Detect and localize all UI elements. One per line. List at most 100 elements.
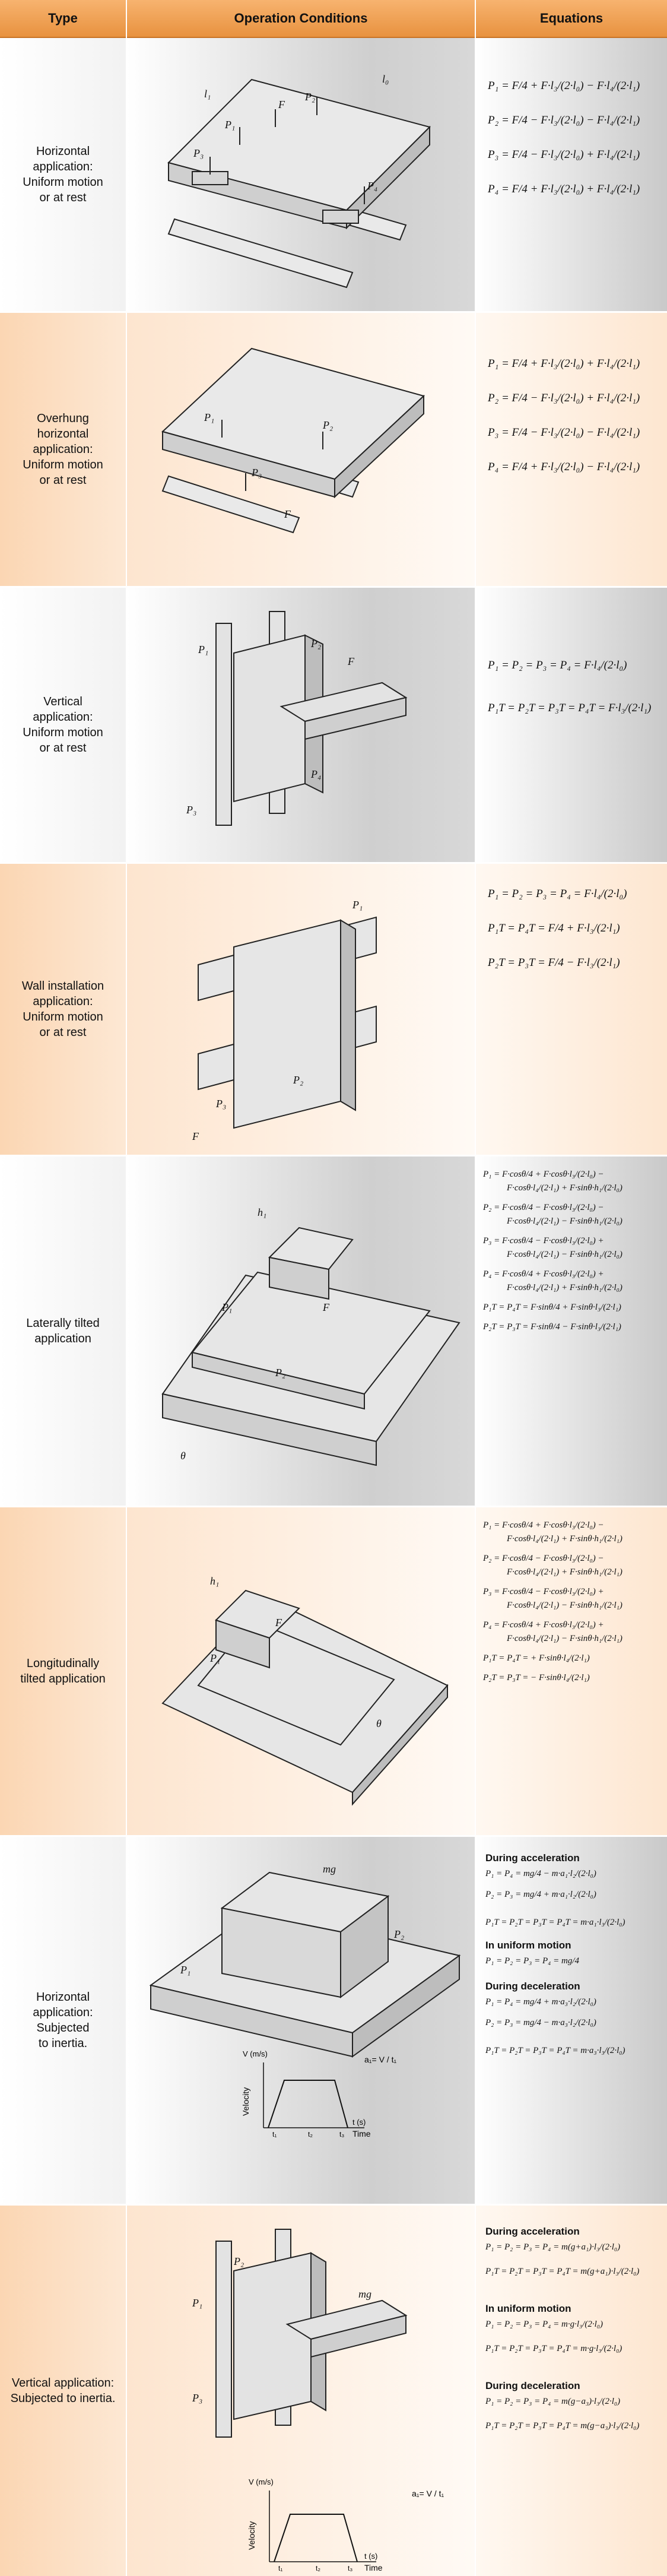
equation-list: P₁ = P₂ = P₃ = P₄ = F·l₄/(2·l₀) P₁T = P₂… — [488, 659, 662, 721]
equation: P₁ = F·cosθ/4 + F·cosθ·l₃/(2·l₀) − — [483, 1520, 604, 1530]
label-p2: P₂ — [275, 1367, 285, 1379]
equation: P₁T = P₂T = P₃T = P₄T = m(g+a₁)·l₃/(2·l₀… — [485, 2267, 640, 2276]
equation-list: P₁ = F·cosθ/4 + F·cosθ·l₃/(2·l₀) − F·cos… — [483, 1520, 662, 1687]
equation: F·cosθ·l₄/(2·l₁) − F·sinθ·h₁/(2·l₁) — [507, 1634, 622, 1643]
equation: P₁T = P₂T = P₃T = P₄T = m(g−a₃)·l₃/(2·l₀… — [485, 2421, 640, 2431]
label-force: F — [284, 508, 291, 520]
equation: P₁ = P₂ = P₃ = P₄ = F·l₄/(2·l₀) — [488, 888, 627, 900]
row-laterally-tilted: Laterally tilted application P₁ P₂ F h₁ … — [0, 1156, 667, 1507]
label-force: F — [275, 1617, 282, 1628]
header-operation-conditions: Operation Conditions — [234, 11, 368, 26]
diagram-vertical-inertia: P₁ P₂ P₃ mg V (m/s) Velocity t (s) Time … — [127, 2206, 475, 2576]
label-p4: P₄ — [367, 180, 377, 192]
row-horizontal-uniform: Horizontal application: Uniform motion o… — [0, 38, 667, 313]
row-wall-installation: Wall installation application: Uniform m… — [0, 864, 667, 1156]
label-p4: P₄ — [310, 768, 321, 780]
equation: P₄ = F/4 + F·l₃/(2·l₀) + F·l₄/(2·l₁) — [488, 183, 640, 195]
equation: P₁ = P₄ = mg/4 + m·a₃·l₂/(2·l₀) — [485, 1997, 596, 2007]
type-label: Horizontal application: Uniform motion o… — [0, 38, 126, 311]
phase-label: In uniform motion — [485, 1940, 571, 1951]
type-label: Vertical application: Subjected to inert… — [0, 2206, 126, 2576]
equation: P₂ = F·cosθ/4 − F·cosθ·l₃/(2·l₀) − — [483, 1554, 604, 1563]
type-label: Overhung horizontal application: Uniform… — [0, 313, 126, 586]
equation-list: During acceleration P₁ = P₂ = P₃ = P₄ = … — [485, 2221, 662, 2435]
equations-cell: P₁ = P₂ = P₃ = P₄ = F·l₄/(2·l₀) P₁T = P₄… — [476, 864, 667, 1155]
equation: P₂ = F/4 − F·l₃/(2·l₀) + F·l₄/(2·l₁) — [488, 392, 640, 404]
label-h1: h₁ — [258, 1206, 266, 1218]
label-p3: P₃ — [215, 1098, 226, 1110]
graph-t3: t₃ — [339, 2130, 344, 2138]
row-longitudinally-tilted: Longitudinally tilted application P₁ F h… — [0, 1507, 667, 1837]
label-p1: P₁ — [198, 644, 208, 655]
equation: P₁ = P₄ = mg/4 − m·a₁·l₂/(2·l₀) — [485, 1869, 596, 1878]
diagram-overhung: P₁ P₂ P₃ F — [127, 313, 475, 586]
label-p3: P₃ — [192, 2392, 202, 2404]
equation-list: P₁ = F/4 + F·l₃/(2·l₀) + F·l₄/(2·l₁) P₂ … — [488, 357, 662, 480]
equations-cell: P₁ = F/4 + F·l₃/(2·l₀) + F·l₄/(2·l₁) P₂ … — [476, 313, 667, 586]
phase-label: During deceleration — [485, 2380, 580, 2391]
graph-x-label: Time — [352, 2129, 371, 2138]
label-p1: P₁ — [192, 2297, 202, 2309]
row-vertical-uniform: Vertical application: Uniform motion or … — [0, 588, 667, 864]
label-p1: P₁ — [221, 1301, 232, 1313]
equations-cell: P₁ = F·cosθ/4 + F·cosθ·l₃/(2·l₀) − F·cos… — [476, 1507, 667, 1835]
diagram-horizontal-inertia: P₁ P₂ mg V (m/s) Velocity t (s) Time t₁ … — [127, 1837, 475, 2204]
equation: P₃ = F·cosθ/4 − F·cosθ·l₃/(2·l₀) + — [483, 1236, 604, 1246]
type-label: Laterally tilted application — [0, 1156, 126, 1506]
diagram-laterally-tilted: P₁ P₂ F h₁ θ — [127, 1156, 475, 1506]
label-p2: P₂ — [293, 1074, 303, 1086]
label-p2: P₂ — [233, 2255, 244, 2267]
equation: P₁T = P₂T = P₃T = P₄T = m·g·l₃/(2·l₀) — [485, 2344, 622, 2353]
equation: P₁ = P₂ = P₃ = P₄ = F·l₄/(2·l₀) — [488, 659, 627, 671]
graph-t2: t₂ — [316, 2564, 320, 2572]
label-p1: P₁ — [209, 1652, 220, 1664]
label-p2: P₂ — [322, 419, 333, 431]
equation: P₂ = F/4 − F·l₃/(2·l₀) − F·l₄/(2·l₁) — [488, 114, 640, 126]
equation: F·cosθ·l₄/(2·l₁) + F·sinθ·h₁/(2·l₁) — [507, 1567, 622, 1577]
equation: P₃ = F/4 − F·l₃/(2·l₀) − F·l₄/(2·l₁) — [488, 426, 640, 439]
type-label: Vertical application: Uniform motion or … — [0, 588, 126, 862]
label-force: F — [192, 1130, 199, 1142]
row-horizontal-inertia: Horizontal application: Subjected to ine… — [0, 1837, 667, 2206]
equation-list: P₁ = P₂ = P₃ = P₄ = F·l₄/(2·l₀) P₁T = P₄… — [488, 888, 662, 975]
equations-cell: During acceleration P₁ = P₂ = P₃ = P₄ = … — [476, 2206, 667, 2576]
equation: F·cosθ·l₄/(2·l₁) − F·sinθ·h₁/(2·l₀) — [507, 1216, 622, 1226]
equation: P₂ = P₃ = mg/4 + m·a₁·l₂/(2·l₀) — [485, 1890, 596, 1899]
phase-label: During acceleration — [485, 1852, 580, 1864]
equations-cell: P₁ = F·cosθ/4 + F·cosθ·l₃/(2·l₀) − F·cos… — [476, 1156, 667, 1506]
equations-cell: During acceleration P₁ = P₄ = mg/4 − m·a… — [476, 1837, 667, 2204]
label-p2: P₂ — [310, 638, 321, 649]
table-header: Type Operation Conditions Equations — [0, 0, 667, 38]
label-theta: θ — [376, 1718, 382, 1729]
velocity-time-graph: V (m/s) Velocity t (s) Time t₁ t₂ t₃ a₁=… — [247, 2477, 444, 2572]
equation: P₁T = P₄T = F/4 + F·l₃/(2·l₁) — [488, 922, 620, 934]
graph-t2: t₂ — [308, 2130, 313, 2138]
phase-label: In uniform motion — [485, 2303, 571, 2314]
equation-list: P₁ = F/4 + F·l₃/(2·l₀) − F·l₄/(2·l₁) P₂ … — [488, 80, 662, 202]
velocity-time-graph: V (m/s) Velocity t (s) Time t₁ t₂ t₃ a₁=… — [241, 2049, 396, 2138]
equation: F·cosθ·l₄/(2·l₁) − F·sinθ·h₁/(2·l₁) — [507, 1601, 622, 1610]
label-force: F — [278, 99, 285, 110]
column-divider — [475, 0, 476, 2576]
equation: P₁T = P₄T = F·sinθ/4 + F·sinθ·l₃/(2·l₁) — [483, 1303, 621, 1312]
equation: P₁ = F·cosθ/4 + F·cosθ·l₃/(2·l₀) − — [483, 1170, 604, 1179]
graph-y-label: Velocity — [241, 2087, 250, 2116]
equation: F·cosθ·l₄/(2·l₁) + F·sinθ·h₁/(2·l₁) — [507, 1534, 622, 1544]
label-p3: P₃ — [251, 467, 262, 479]
equation: P₂ = F·cosθ/4 − F·cosθ·l₃/(2·l₀) − — [483, 1203, 604, 1212]
type-label: Longitudinally tilted application — [0, 1507, 126, 1835]
label-p2: P₂ — [304, 91, 315, 103]
label-p1: P₁ — [352, 899, 363, 911]
equation: P₁T = P₄T = + F·sinθ·l₄/(2·l₁) — [483, 1653, 590, 1663]
equation: F·cosθ·l₄/(2·l₁) − F·sinθ·h₁/(2·l₀) — [507, 1250, 622, 1259]
equation: P₁ = F/4 + F·l₃/(2·l₀) − F·l₄/(2·l₁) — [488, 80, 640, 92]
row-overhung-horizontal: Overhung horizontal application: Uniform… — [0, 313, 667, 588]
equation: P₂T = P₃T = F·sinθ/4 − F·sinθ·l₃/(2·l₁) — [483, 1322, 621, 1332]
diagram-horizontal: P₁ P₂ P₃ P₄ F l₀ l₁ — [127, 38, 475, 311]
equation: F·cosθ·l₄/(2·l₁) + F·sinθ·h₁/(2·l₀) — [507, 1283, 622, 1292]
label-force: F — [322, 1301, 330, 1313]
equation: P₁T = P₂T = P₃T = P₄T = m·a₃·l₃/(2·l₀) — [485, 2046, 625, 2055]
graph-t1: t₁ — [272, 2130, 277, 2138]
graph-x-unit: t (s) — [352, 2118, 366, 2127]
type-label: Horizontal application: Subjected to ine… — [0, 1837, 126, 2204]
